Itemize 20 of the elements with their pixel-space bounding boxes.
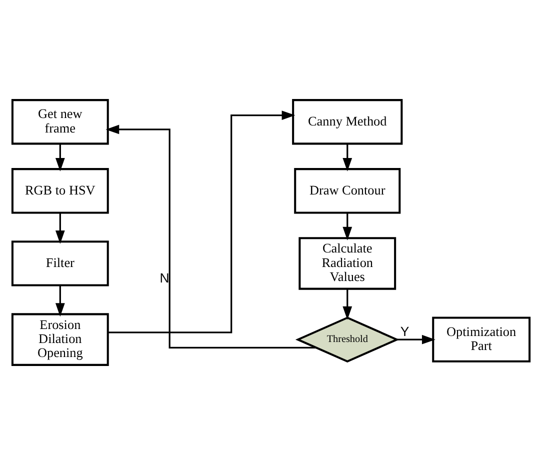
arrow xyxy=(106,124,316,348)
node-box: Get new frame xyxy=(11,99,109,145)
arrow xyxy=(396,334,436,344)
arrow xyxy=(55,213,65,244)
node-box: RGB to HSV xyxy=(11,168,109,214)
arrow xyxy=(342,213,352,240)
edge-label: N xyxy=(160,270,170,286)
node-box: Canny Method xyxy=(292,99,403,145)
edge-label: Y xyxy=(400,324,410,339)
node-box: Draw Contour xyxy=(294,168,401,214)
arrow xyxy=(342,289,352,320)
node-box: Optimization Part xyxy=(432,316,531,362)
node-box: Calculate Radiation Values xyxy=(298,237,396,290)
node-box: Erosion Dilation Opening xyxy=(11,313,109,366)
arrow xyxy=(342,144,352,172)
arrow xyxy=(108,110,296,334)
arrow xyxy=(55,285,65,317)
node-box: Filter xyxy=(11,240,109,286)
node-diamond: Threshold xyxy=(295,316,400,362)
arrow xyxy=(55,144,65,172)
